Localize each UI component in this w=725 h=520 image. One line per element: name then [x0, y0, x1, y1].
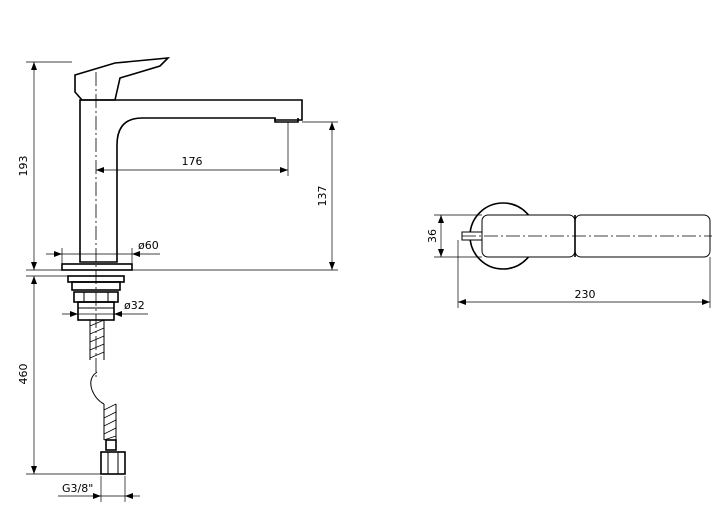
lever-handle	[74, 56, 171, 101]
mounting-nut-middle	[71, 281, 121, 291]
hose-fitting-nut	[100, 451, 126, 475]
dim-hose-thread-label: G3/8"	[62, 482, 93, 495]
dim-hose-length-label: 460	[17, 364, 30, 385]
dim-shank-diameter: ø32	[62, 299, 148, 317]
dim-base-diameter-label: ø60	[138, 239, 159, 252]
dim-base-diameter: ø60	[46, 239, 160, 264]
side-elevation-view: 193 176 137 ø60	[17, 56, 338, 502]
base-plate	[61, 263, 133, 271]
dim-spout-clearance: 137	[132, 121, 338, 271]
shank	[77, 301, 115, 321]
tap-body	[79, 99, 303, 263]
plan-view: 36 230	[426, 202, 712, 308]
dim-hose-thread: G3/8"	[58, 476, 140, 502]
dim-plan-length-label: 230	[575, 288, 596, 301]
dim-height: 193	[17, 61, 72, 271]
dim-plan-length: 230	[457, 240, 711, 308]
dim-spout-reach-label: 176	[182, 155, 203, 168]
dim-shank-diameter-label: ø32	[124, 299, 145, 312]
dim-spout-clearance-label: 137	[316, 186, 329, 207]
dim-height-label: 193	[17, 156, 30, 177]
spout-outlet	[274, 118, 299, 123]
hose-fitting-collar	[105, 439, 117, 451]
dim-hose-length: 460	[17, 275, 101, 475]
dim-spout-reach: 176	[96, 122, 289, 176]
flexible-hose	[89, 319, 117, 441]
dim-plan-width-label: 36	[426, 229, 439, 243]
